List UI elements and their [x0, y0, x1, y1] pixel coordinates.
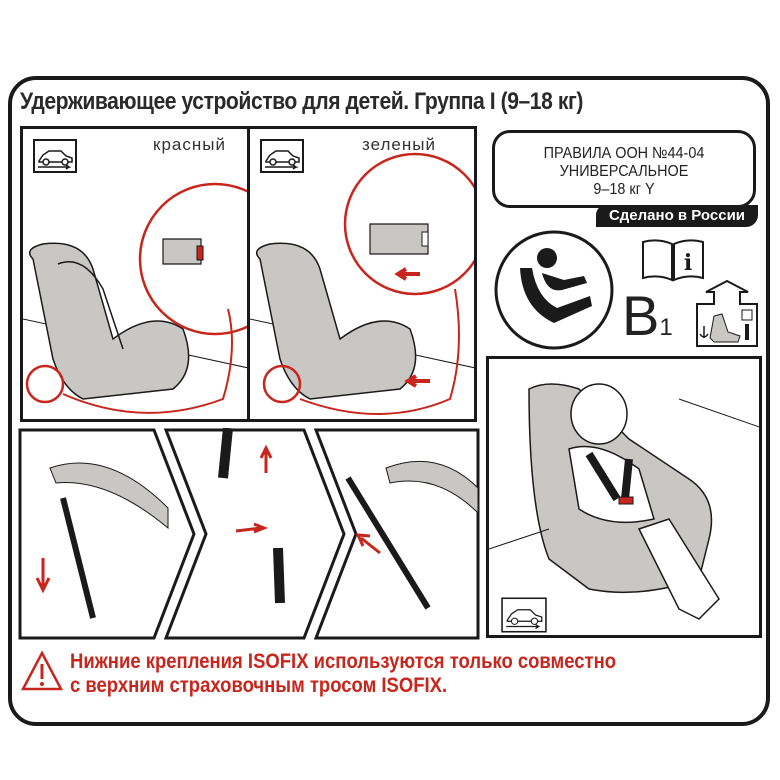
- category-letter: B: [622, 284, 660, 347]
- child-seat-pictogram-icon: [494, 230, 614, 350]
- cert-line-3: 9–18 кг Y: [593, 181, 655, 198]
- car-direction-icon: [33, 139, 77, 173]
- manual-info-icon: i: [642, 239, 704, 282]
- isofix-house-icon: [696, 280, 758, 347]
- page-title: Удерживающее устройство для детей. Групп…: [20, 88, 583, 115]
- warning-line-1: Нижние крепления ISOFIX используются тол…: [70, 650, 617, 673]
- caption-red: красный: [153, 135, 226, 154]
- certification-box: ПРАВИЛА ООН №44-04 УНИВЕРСАЛЬНОЕ 9–18 кг…: [492, 130, 756, 208]
- made-in-russia-badge: Сделано в России: [596, 205, 758, 227]
- seat-illustration: [23, 182, 247, 414]
- caption-green: зеленый: [362, 135, 436, 154]
- child-seated-illustration: [489, 383, 759, 620]
- panel-step-green: зеленый: [247, 126, 477, 422]
- car-direction-icon: [501, 597, 547, 633]
- svg-text:i: i: [684, 250, 692, 276]
- isofix-warning-text: Нижние крепления ISOFIX используются тол…: [70, 650, 616, 698]
- category-b1: B1: [622, 288, 673, 356]
- warning-triangle-icon: [20, 650, 64, 691]
- tether-steps-illustration: [18, 428, 480, 640]
- panel-child-seated: [486, 356, 762, 638]
- panel-step-red: красный: [20, 126, 250, 422]
- car-direction-icon: [260, 139, 304, 173]
- seat-illustration: [250, 152, 474, 415]
- cert-line-1: ПРАВИЛА ООН №44-04: [543, 145, 705, 162]
- cert-line-2: УНИВЕРСАЛЬНОЕ: [559, 163, 689, 180]
- warning-line-2: с верхним страховочным тросом ISOFIX.: [70, 674, 448, 697]
- category-sub: 1: [659, 314, 673, 341]
